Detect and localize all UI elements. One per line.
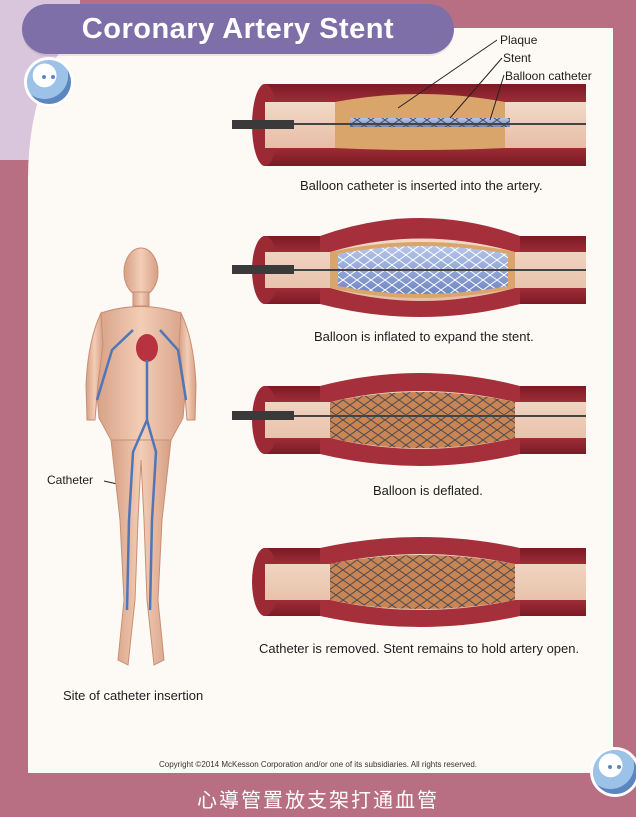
step-1-caption: Balloon catheter is inserted into the ar… [300, 178, 543, 193]
label-catheter: Catheter [47, 473, 93, 487]
label-balloon-catheter: Balloon catheter [505, 69, 592, 83]
step-3-caption: Balloon is deflated. [373, 483, 483, 498]
chinese-caption: 心導管置放支架打通血管 [0, 784, 636, 813]
heart-icon [136, 334, 158, 362]
step-4-caption: Catheter is removed. Stent remains to ho… [259, 641, 579, 656]
label-stent: Stent [503, 51, 531, 65]
label-plaque: Plaque [500, 33, 537, 47]
artery-step-3 [232, 373, 586, 466]
step-2-caption: Balloon is inflated to expand the stent. [314, 329, 534, 344]
body-caption: Site of catheter insertion [63, 688, 203, 703]
copyright-text: Copyright ©2014 McKesson Corporation and… [0, 760, 636, 769]
human-body [86, 248, 196, 665]
artery-step-2 [232, 218, 586, 317]
artery-step-4 [252, 537, 586, 627]
artery-step-1 [232, 84, 586, 166]
